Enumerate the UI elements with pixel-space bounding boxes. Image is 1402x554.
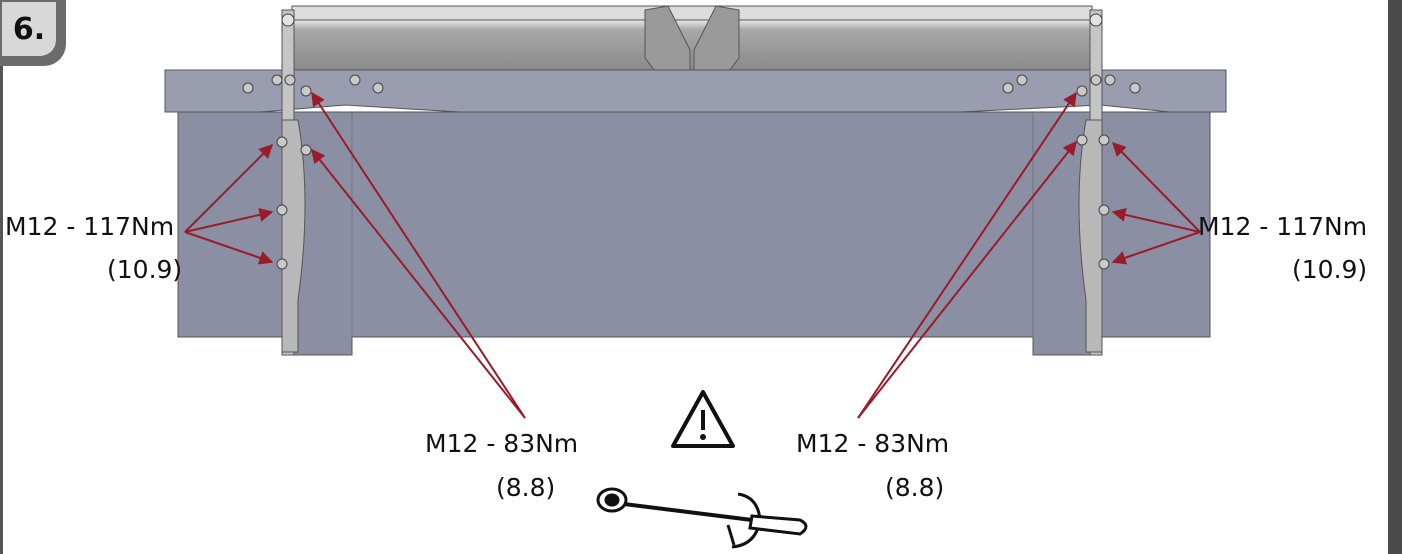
left-torque-label: M12 - 117Nm — [5, 212, 175, 241]
center-left-torque-label: M12 - 83Nm — [425, 429, 579, 458]
left-torque-arrows — [184, 144, 274, 265]
center-left-torque-arrows — [311, 91, 526, 419]
right-bracket — [1078, 9, 1103, 356]
frame-left-border — [0, 66, 3, 554]
center-right-torque-label: M12 - 83Nm — [796, 429, 950, 458]
right-grade-label: (10.9) — [1292, 255, 1368, 284]
bolts — [242, 74, 1141, 270]
left-grade-label: (10.9) — [107, 255, 183, 284]
top-beam — [291, 5, 1093, 71]
right-torque-label: M12 - 117Nm — [1198, 212, 1368, 241]
step-number: 6. — [2, 2, 56, 56]
frame-right-gap — [1385, 0, 1388, 554]
step-badge: 6. — [0, 0, 66, 66]
frame-right-border — [1388, 0, 1402, 554]
right-torque-arrows — [1111, 141, 1201, 265]
center-left-grade-label: (8.8) — [496, 473, 556, 502]
left-bracket — [281, 9, 306, 356]
warning-triangle-icon — [671, 390, 735, 448]
torque-wrench-icon — [596, 487, 808, 549]
center-right-grade-label: (8.8) — [885, 473, 945, 502]
center-right-torque-arrows — [857, 91, 1077, 419]
